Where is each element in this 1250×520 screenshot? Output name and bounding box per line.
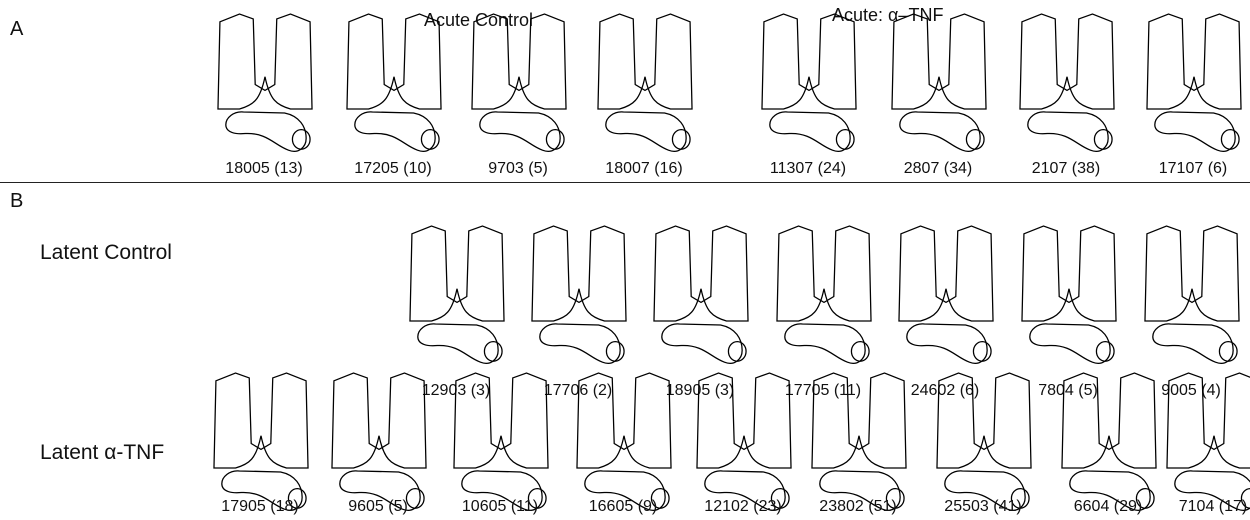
specimen-caption: 2807 (34): [904, 160, 973, 178]
spleen-outline: [546, 130, 564, 150]
organ-diagram-latent-control: [652, 226, 750, 371]
spleen-outline: [606, 342, 624, 362]
specimen-caption: 17905 (18): [221, 498, 298, 516]
spleen-outline: [1094, 130, 1112, 150]
spleen-outline: [973, 342, 991, 362]
lung-outline: [762, 14, 856, 109]
panel-b-letter: B: [10, 190, 23, 213]
organ-diagram-latent-anti-tnf: [810, 373, 908, 518]
lung-outline: [1020, 14, 1114, 109]
organ-diagram-latent-anti-tnf: [935, 373, 1033, 518]
spleen-outline: [1221, 130, 1239, 150]
organ-diagram-latent-anti-tnf: [1060, 373, 1158, 518]
specimen-caption: 17107 (6): [1159, 160, 1228, 178]
organ-diagram-latent-control: [1143, 226, 1241, 371]
organ-diagram-acute: [216, 14, 314, 159]
organ-diagram-acute: [1145, 14, 1243, 159]
panel-a-letter: A: [10, 18, 23, 41]
organ-diagram-latent-anti-tnf: [1165, 373, 1250, 518]
spleen-outline: [484, 342, 502, 362]
lung-outline: [1147, 14, 1241, 109]
lung-outline: [454, 373, 548, 468]
lung-outline: [577, 373, 671, 468]
lung-outline: [532, 226, 626, 321]
organ-diagram-latent-control: [530, 226, 628, 371]
organ-diagram-latent-control: [408, 226, 506, 371]
organ-diagram-latent-control: [897, 226, 995, 371]
row-label-latent-anti-tnf: Latent α-TNF: [40, 441, 164, 465]
lung-outline: [937, 373, 1031, 468]
lung-outline: [410, 226, 504, 321]
spleen-outline: [292, 130, 310, 150]
lung-outline: [598, 14, 692, 109]
lung-outline: [1145, 226, 1239, 321]
specimen-caption: 10605 (11): [462, 498, 538, 516]
specimen-caption: 23802 (51): [819, 498, 896, 516]
spleen-outline: [1096, 342, 1114, 362]
spleen-outline: [966, 130, 984, 150]
spleen-outline: [421, 130, 439, 150]
specimen-caption: 9605 (5): [348, 498, 408, 516]
panel-divider: [0, 182, 1250, 183]
specimen-caption: 7104 (17): [1179, 498, 1248, 516]
organ-diagram-latent-anti-tnf: [695, 373, 793, 518]
lung-outline: [899, 226, 993, 321]
organ-diagram-latent-anti-tnf: [212, 373, 310, 518]
specimen-caption: 16605 (9): [589, 498, 658, 516]
organ-diagram-acute: [760, 14, 858, 159]
lung-outline: [347, 14, 441, 109]
organ-diagram-latent-anti-tnf: [575, 373, 673, 518]
spleen-outline: [728, 342, 746, 362]
spleen-outline: [836, 130, 854, 150]
lung-outline: [214, 373, 308, 468]
row-label-latent-control: Latent Control: [40, 241, 172, 265]
organ-diagram-latent-anti-tnf: [452, 373, 550, 518]
specimen-caption: 25503 (41): [944, 498, 1021, 516]
lung-outline: [777, 226, 871, 321]
spleen-outline: [406, 489, 424, 509]
specimen-caption: 11307 (24): [770, 160, 846, 178]
specimen-caption: 9703 (5): [488, 160, 548, 178]
specimen-caption: 6604 (29): [1074, 498, 1143, 516]
spleen-outline: [1219, 342, 1237, 362]
specimen-caption: 18005 (13): [225, 160, 302, 178]
specimen-caption: 2107 (38): [1032, 160, 1101, 178]
lung-outline: [1062, 373, 1156, 468]
lung-outline: [1022, 226, 1116, 321]
lung-outline: [332, 373, 426, 468]
organ-diagram-acute: [596, 14, 694, 159]
specimen-caption: 12102 (23): [704, 498, 781, 516]
organ-diagram-latent-control: [1020, 226, 1118, 371]
spleen-outline: [851, 342, 869, 362]
lung-outline: [697, 373, 791, 468]
lung-outline: [1167, 373, 1250, 468]
organ-diagram-acute: [345, 14, 443, 159]
organ-diagram-acute: [1018, 14, 1116, 159]
lung-outline: [654, 226, 748, 321]
specimen-caption: 18007 (16): [605, 160, 682, 178]
organ-diagram-acute: [470, 14, 568, 159]
spleen-outline: [672, 130, 690, 150]
specimen-caption: 17205 (10): [354, 160, 431, 178]
lung-outline: [812, 373, 906, 468]
organ-diagram-latent-control: [775, 226, 873, 371]
organ-diagram-acute: [890, 14, 988, 159]
organ-diagram-latent-anti-tnf: [330, 373, 428, 518]
lung-outline: [472, 14, 566, 109]
lung-outline: [892, 14, 986, 109]
lung-outline: [218, 14, 312, 109]
